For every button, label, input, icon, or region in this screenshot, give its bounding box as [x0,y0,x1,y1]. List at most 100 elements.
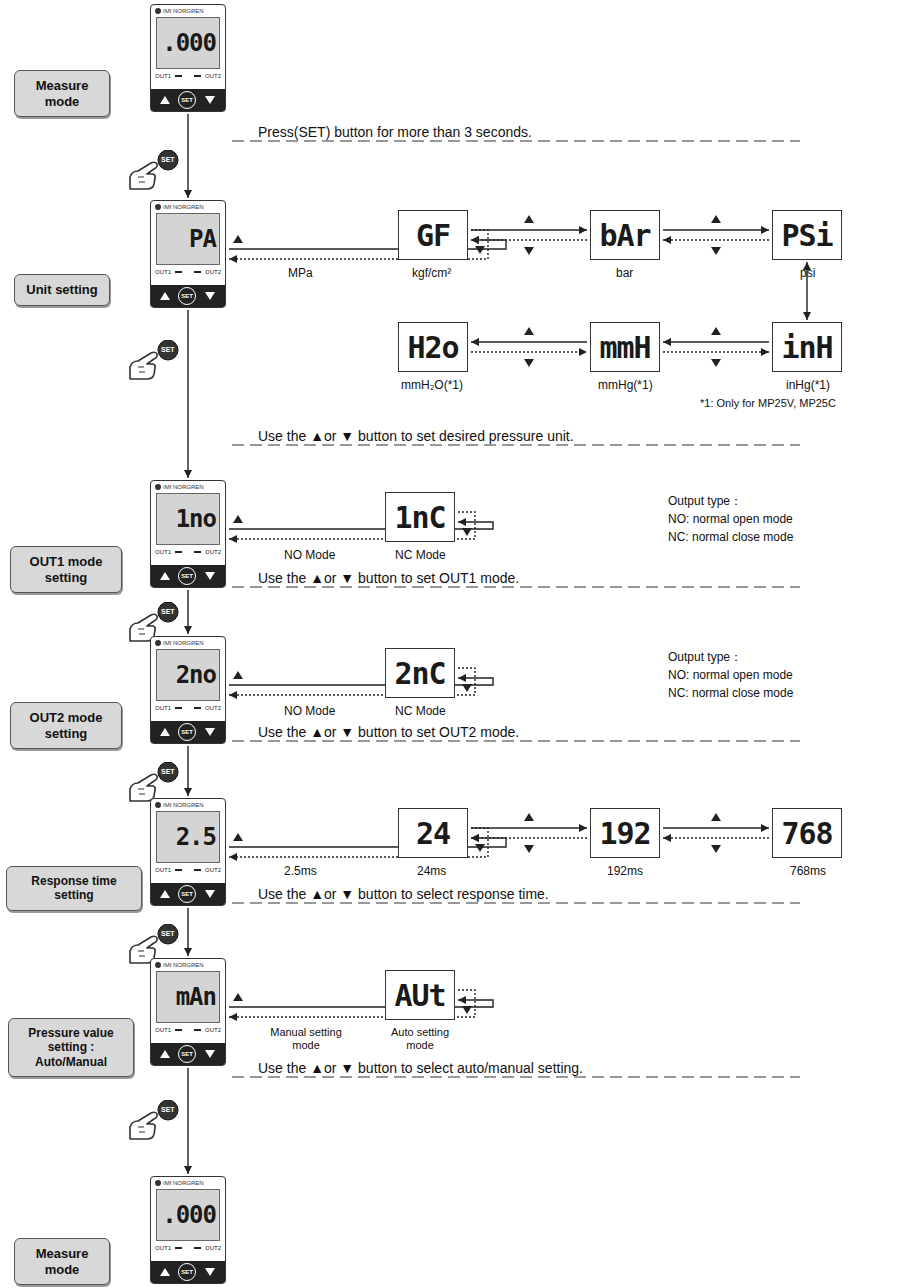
mode-label: OUT1 mode setting [30,554,103,585]
indicator-bar [194,1247,201,1249]
brand-logo-dot [155,484,161,490]
instruction-text: Press(SET) button for more than 3 second… [256,124,534,140]
brand-logo-dot [155,1180,161,1186]
set-button-label: SET [161,346,175,354]
display-value: 24 [416,816,450,851]
pressure-switch-device: IMI NORGRENPAOUT1OUT2SET [150,200,226,308]
output-indicator: OUT1 [155,866,171,874]
display-option-box: AUt [385,970,455,1020]
indicator-bar [194,75,201,77]
display-value: 192 [599,816,650,851]
display-value: 2no [176,661,216,689]
display-option-box: bAr [590,210,660,260]
set-button-label: SET [161,1106,175,1114]
instruction-text: Use the ▲or ▼ button to set OUT1 mode. [256,570,521,586]
set-button: SET [178,723,196,741]
display-option-box: 1nC [385,492,455,542]
mode-label-box: Measure mode [14,1238,110,1285]
brand-name: IMI NORGREN [163,7,204,15]
set-button: SET [178,1263,196,1281]
caption: 768ms [790,864,826,878]
connector [471,813,587,853]
mode-label-box: Unit setting [14,274,110,306]
set-button: SET [178,91,196,109]
connector [471,327,587,367]
output-indicator: OUT1 [155,72,171,80]
display-value: inH [781,330,832,365]
caption: NO: normal open mode [668,668,793,682]
brand-name: IMI NORGREN [163,801,204,809]
brand-name: IMI NORGREN [163,1179,204,1187]
instruction-text: Use the ▲or ▼ button to select response … [256,886,551,902]
indicator-bar [194,1029,201,1031]
set-button: SET [178,287,196,305]
connector [663,813,769,853]
caption: NC: normal close mode [668,686,793,700]
mode-label: Unit setting [26,282,98,297]
display-value: 2.5 [176,823,216,851]
button-panel: SET [151,89,225,111]
display-option-box: 2nC [385,648,455,698]
caption: NC: normal close mode [668,530,793,544]
pressure-switch-device: IMI NORGREN .000OUT1 OUT2SET [150,1176,226,1284]
display-value: 1no [176,505,216,533]
caption: NO: normal open mode [668,512,793,526]
brand-name: IMI NORGREN [163,961,204,969]
output-indicator: OUT1 [155,1026,171,1034]
caption: Manual setting mode [264,1026,348,1052]
lcd-display: PA [156,213,220,265]
output-indicator: OUT2 [205,268,221,276]
output-indicator: OUT2 [205,1244,221,1252]
display-value: 768 [781,816,832,851]
pressure-switch-device: IMI NORGREN2.5OUT1OUT2SET [150,798,226,906]
display-value: mmH [599,330,650,365]
caption: *1: Only for MP25V, MP25C [700,396,836,410]
caption: bar [616,266,633,280]
indicator-bar [175,707,182,709]
lcd-display: .000 [156,1189,220,1241]
display-option-box: H2o [398,322,468,372]
output-indicator: OUT2 [205,72,221,80]
display-option-box: 768 [772,808,842,858]
caption: NO Mode [284,548,335,562]
caption: 2.5ms [284,864,317,878]
mode-label-box: Measure mode [14,70,110,117]
brand-name: IMI NORGREN [163,203,204,211]
caption: mmH₂O(*1) [401,378,463,392]
mode-label: OUT2 mode setting [30,710,103,741]
caption: NC Mode [395,704,446,718]
brand-logo-dot [155,204,161,210]
caption: NO Mode [284,704,335,718]
button-panel: SET [151,565,225,587]
display-value: PA [189,225,216,253]
output-indicator: OUT1 [155,704,171,712]
indicator-bar [175,869,182,871]
display-value: mAn [176,983,216,1011]
connector [184,908,192,956]
display-value: H2o [407,330,458,365]
display-value: GF [416,218,450,253]
lcd-display: .000 [156,17,220,69]
instruction-underlines [232,141,800,1077]
mode-label-box: Response time setting [6,866,142,911]
display-value: .000 [162,29,216,57]
pressure-switch-device: IMI NORGREN1noOUT1OUT2SET [150,480,226,588]
caption: 24ms [417,864,446,878]
indicator-bar [194,707,201,709]
button-panel: SET [151,1261,225,1283]
display-value: .000 [162,1201,216,1229]
indicator-bar [194,271,201,273]
output-indicator: OUT1 [155,1244,171,1252]
connector [184,590,192,634]
connector [184,310,192,478]
mode-label-box: OUT1 mode setting [10,546,122,593]
connector [663,215,769,255]
output-indicator: OUT2 [205,704,221,712]
button-panel: SET [151,1043,225,1065]
indicator-bar [175,271,182,273]
set-button-label: SET [161,608,175,616]
display-value: bAr [599,218,650,253]
brand-logo-dot [155,8,161,14]
